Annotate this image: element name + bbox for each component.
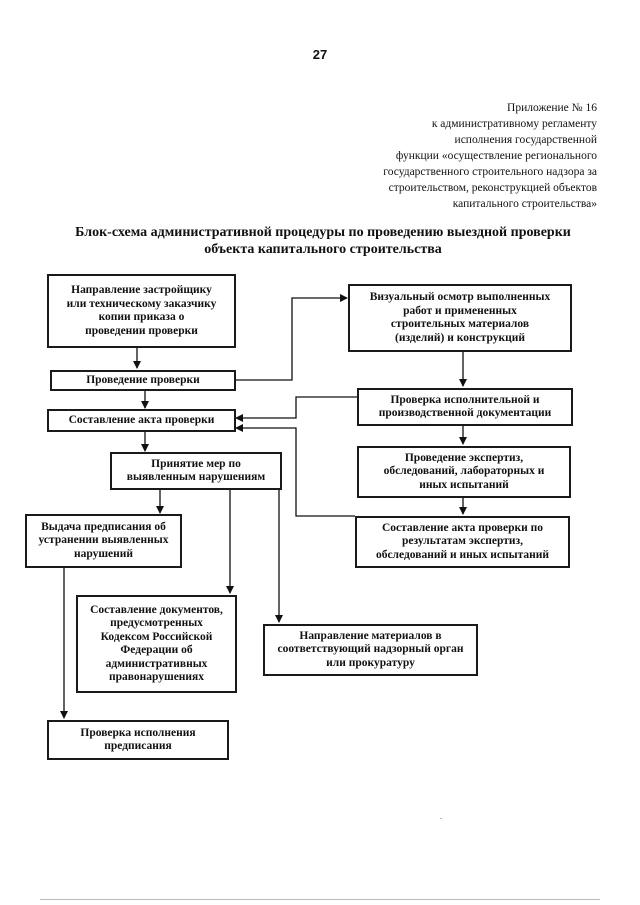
box-visual: Визуальный осмотр выполненных работ и пр… [348, 284, 572, 352]
box-direction-line: или техническому заказчику [66, 297, 217, 310]
box-exec-docs: Проверка исполнительной и производственн… [357, 388, 573, 426]
box-direction-line: копии приказа о [98, 311, 185, 323]
box-measures: Принятие мер по выявленным нарушениям [110, 452, 282, 490]
box-expertise-act-line: результатам экспертиз, [401, 535, 524, 548]
box-documents-line: Составление документов, [90, 603, 223, 616]
box-exec-docs-line: Проверка исполнительной и [390, 393, 540, 406]
box-documents-line: Федерации об [120, 644, 193, 656]
box-expertise-line: Проведение экспертиз, [404, 451, 524, 464]
box-direction-line: Направление застройщику [71, 284, 212, 296]
box-order: Выдача предписания об устранении выявлен… [25, 514, 182, 568]
box-visual-line: строительных материалов [390, 318, 530, 330]
appendix-line: капитального строительства» [452, 198, 597, 210]
box-materials-line: или прокуратуру [326, 656, 415, 669]
box-order-line: устранении выявленных [38, 534, 169, 547]
appendix-header: Приложение № 16 к административному регл… [297, 100, 597, 212]
box-expertise-act-line: обследований и иных испытаний [375, 548, 550, 561]
box-expertise-line: обследований, лабораторных и [383, 465, 545, 478]
box-expertise-line: иных испытаний [419, 478, 509, 491]
box-act-line: Составление акта проверки [68, 413, 215, 426]
box-measures-line: Принятие мер по [151, 457, 241, 470]
box-visual-line: работ и примененных [403, 304, 517, 317]
box-measures-line: выявленным нарушениям [126, 471, 266, 483]
arrow-expertiseact-to-act [235, 424, 355, 517]
appendix-line: строительством, реконструкцией объектов [388, 182, 597, 194]
arrow-execdocs-to-act [235, 396, 357, 422]
box-documents-line: административных [105, 657, 208, 670]
diagram-title-line: объекта капитального строительства [204, 242, 442, 257]
scan-artifact [40, 899, 600, 900]
box-conduct-line: Проведение проверки [86, 373, 200, 386]
box-documents-line: Кодексом Российской [100, 630, 213, 643]
box-check-order-line: предписания [104, 740, 172, 752]
box-materials-line: соответствующий надзорный орган [277, 643, 464, 656]
box-visual-line: (изделий) и конструкций [395, 331, 525, 344]
appendix-line: государственного строительного надзора з… [383, 166, 597, 178]
box-check-order-line: Проверка исполнения [80, 726, 196, 739]
appendix-line: исполнения государственной [454, 134, 597, 146]
box-documents-line: предусмотренных [110, 617, 203, 629]
box-expertise: Проведение экспертиз, обследований, лабо… [357, 446, 571, 498]
box-documents-line: правонарушениях [108, 671, 205, 683]
appendix-line: функции «осуществление регионального [395, 150, 597, 162]
box-order-line: нарушений [73, 547, 134, 560]
box-conduct: Проведение проверки [50, 370, 236, 391]
box-exec-docs-line: производственной документации [378, 407, 552, 419]
box-act: Составление акта проверки [47, 409, 236, 432]
box-documents: Составление документов, предусмотренных … [76, 595, 237, 693]
page-number: 27 [312, 47, 328, 62]
box-materials: Направление материалов в соответствующий… [263, 624, 478, 676]
appendix-line: к административному регламенту [431, 118, 597, 130]
box-order-line: Выдача предписания об [41, 520, 166, 533]
box-expertise-act-line: Составление акта проверки по [381, 521, 544, 534]
appendix-line: Приложение № 16 [507, 102, 597, 114]
arrow-conduct-to-visual [236, 294, 348, 381]
scan-artifact [440, 818, 442, 819]
box-materials-line: Направление материалов в [299, 629, 442, 642]
diagram-title-line: Блок-схема административной процедуры по… [75, 225, 571, 240]
box-expertise-act: Составление акта проверки по результатам… [355, 516, 570, 568]
box-direction-line: проведении проверки [85, 324, 198, 337]
box-check-order: Проверка исполнения предписания [47, 720, 229, 760]
diagram-title: Блок-схема административной процедуры по… [40, 224, 606, 258]
box-direction: Направление застройщику или техническому… [47, 274, 236, 348]
box-visual-line: Визуальный осмотр выполненных [369, 291, 551, 303]
